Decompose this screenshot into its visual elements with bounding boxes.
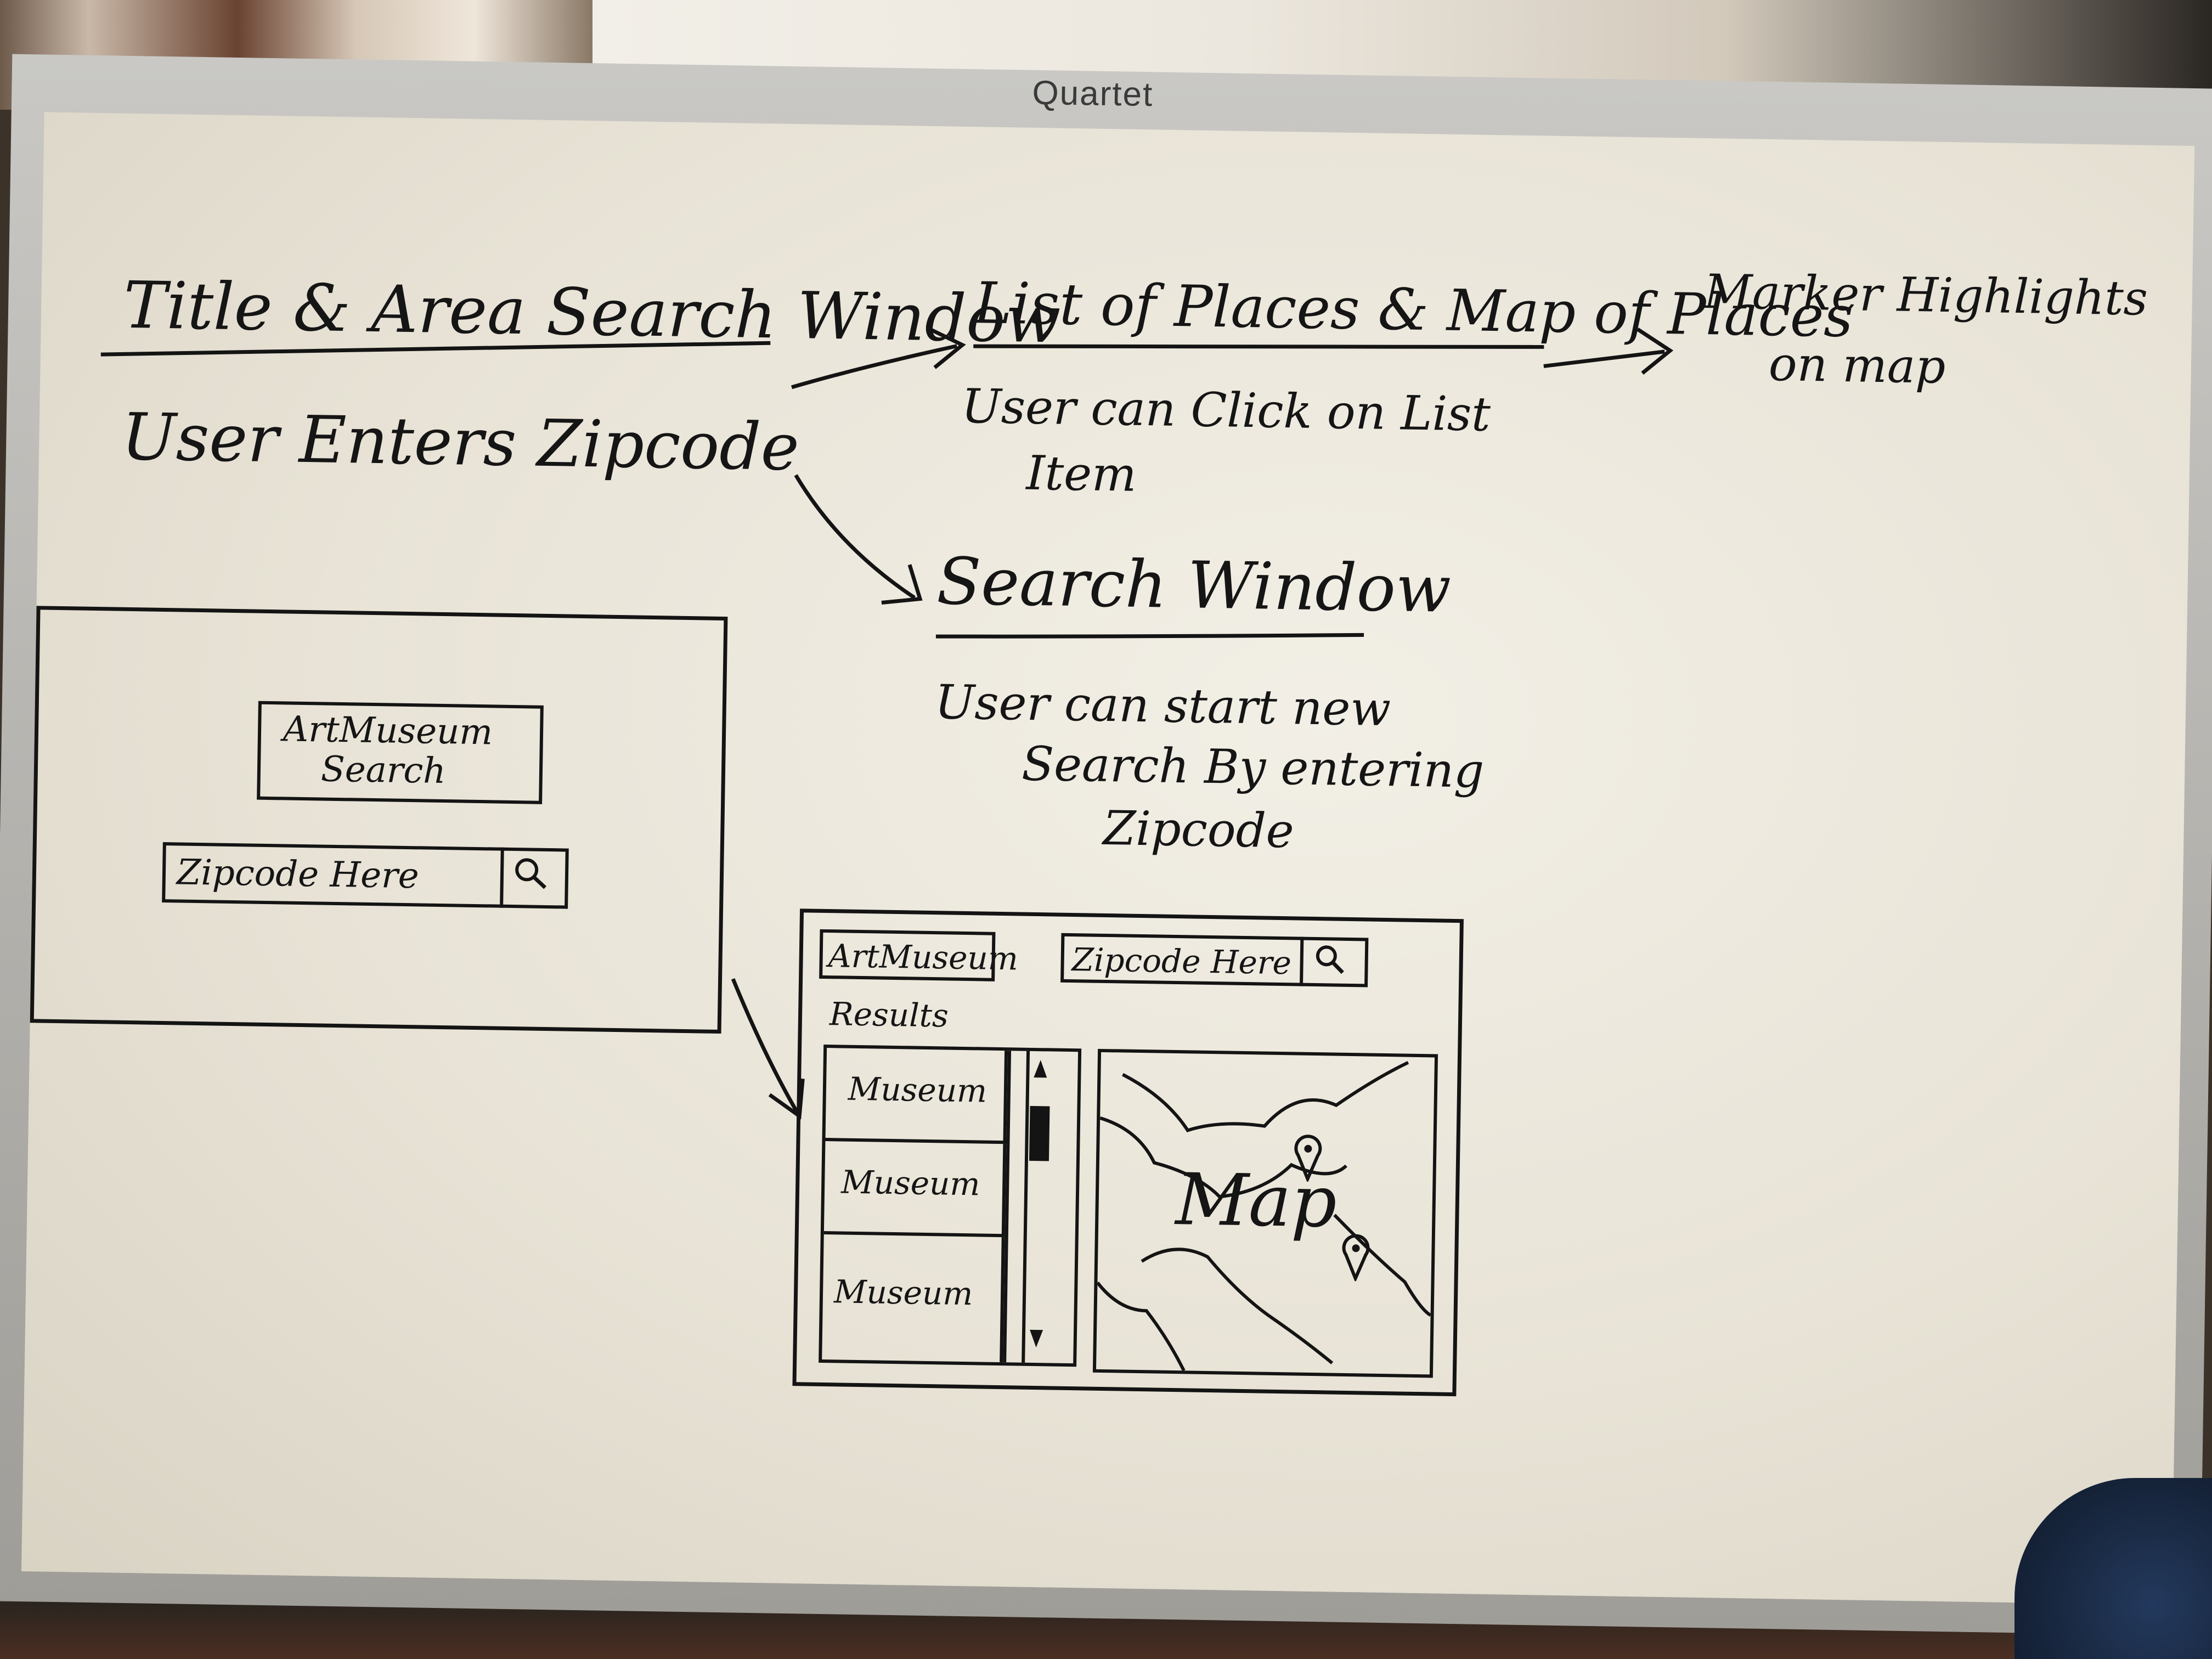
whiteboard: Title & Area Search Window User Enters Z…	[21, 112, 2195, 1605]
sketch-results-zipcode-input: Zipcode Here	[1060, 933, 1369, 988]
scroll-thumb	[1029, 1105, 1050, 1161]
brand-label: Quartet	[1031, 74, 1154, 114]
map-pin-icon	[1294, 1135, 1322, 1182]
sketch-results-window: ArtMuseum Zipcode Here Results Museum	[792, 909, 1464, 1397]
flow-arrows	[100, 327, 1674, 1120]
sketch-search-button	[500, 847, 569, 909]
magnifier-icon	[1316, 945, 1344, 974]
scrollbar-glyphs	[1029, 1060, 1050, 1348]
up-arrow-icon	[1034, 1060, 1047, 1078]
sketch-results-list: Museum Museum Museum	[819, 1044, 1082, 1367]
sketch-map: Map	[1092, 1048, 1438, 1378]
magnifier-icon	[515, 858, 547, 889]
map-pin-icon	[1342, 1234, 1370, 1282]
sketch-results-search-button	[1299, 936, 1369, 988]
sketch-search-window: ArtMuseum Search Zipcode Here	[30, 606, 728, 1034]
whiteboard-frame: Quartet Title & Area Search Window User …	[0, 54, 2212, 1636]
map-outlines	[1096, 1060, 1432, 1372]
sketch-zipcode-input: Zipcode Here	[162, 842, 569, 909]
down-arrow-icon	[1030, 1329, 1043, 1348]
